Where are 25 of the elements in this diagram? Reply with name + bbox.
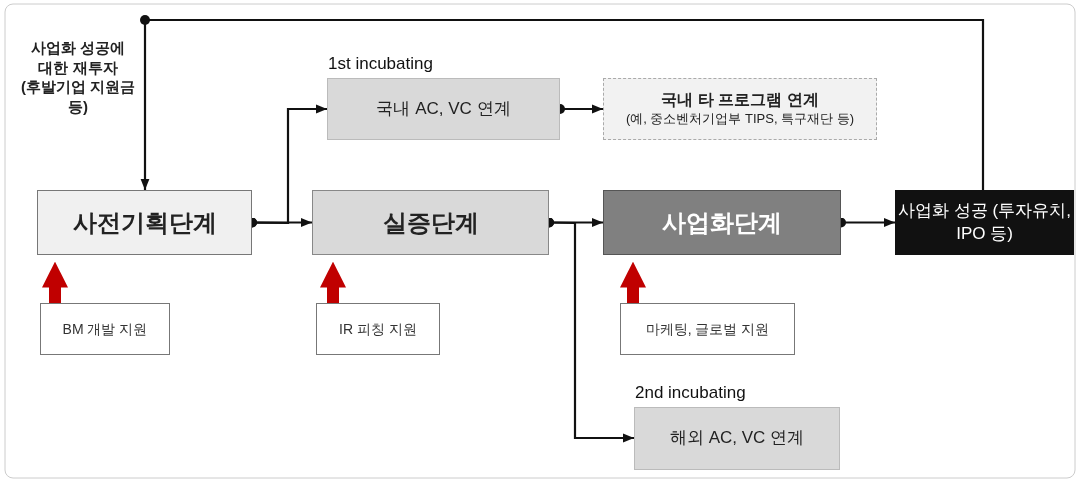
support-box [316,303,440,355]
box-label: 국내 타 프로그램 연계 [661,90,819,111]
box-label: 사전기획단계 [72,207,217,238]
stage-heading: 1st incubating [328,53,433,75]
stage-box [37,190,252,255]
block-arrow [620,261,646,303]
stage-box [603,190,841,255]
support-box [40,303,170,355]
box-label: 사업화단계 [662,207,782,238]
box-label: (예, 중소벤처기업부 TIPS, 특구재단 등) [625,110,855,128]
block-arrow [320,261,346,303]
box-label: 국내 AC, VC 연계 [376,97,511,120]
box-label: 마케팅, 글로벌 지원 [645,319,770,339]
block-arrow [42,261,68,303]
stage-box [895,190,1074,255]
box-label: 사업화 성공 (투자유치, IPO 등) [897,200,1072,245]
support-box [620,303,795,355]
box-label: IR 피칭 지원 [339,319,417,339]
arrow [140,15,985,190]
box-label: 해외 AC, VC 연계 [669,427,805,450]
stage-heading: 2nd incubating [635,382,746,404]
stage-box [603,78,877,140]
box-label: 실증단계 [382,207,479,238]
box-label: BM 개발 지원 [62,319,148,339]
stage-box [312,190,549,255]
